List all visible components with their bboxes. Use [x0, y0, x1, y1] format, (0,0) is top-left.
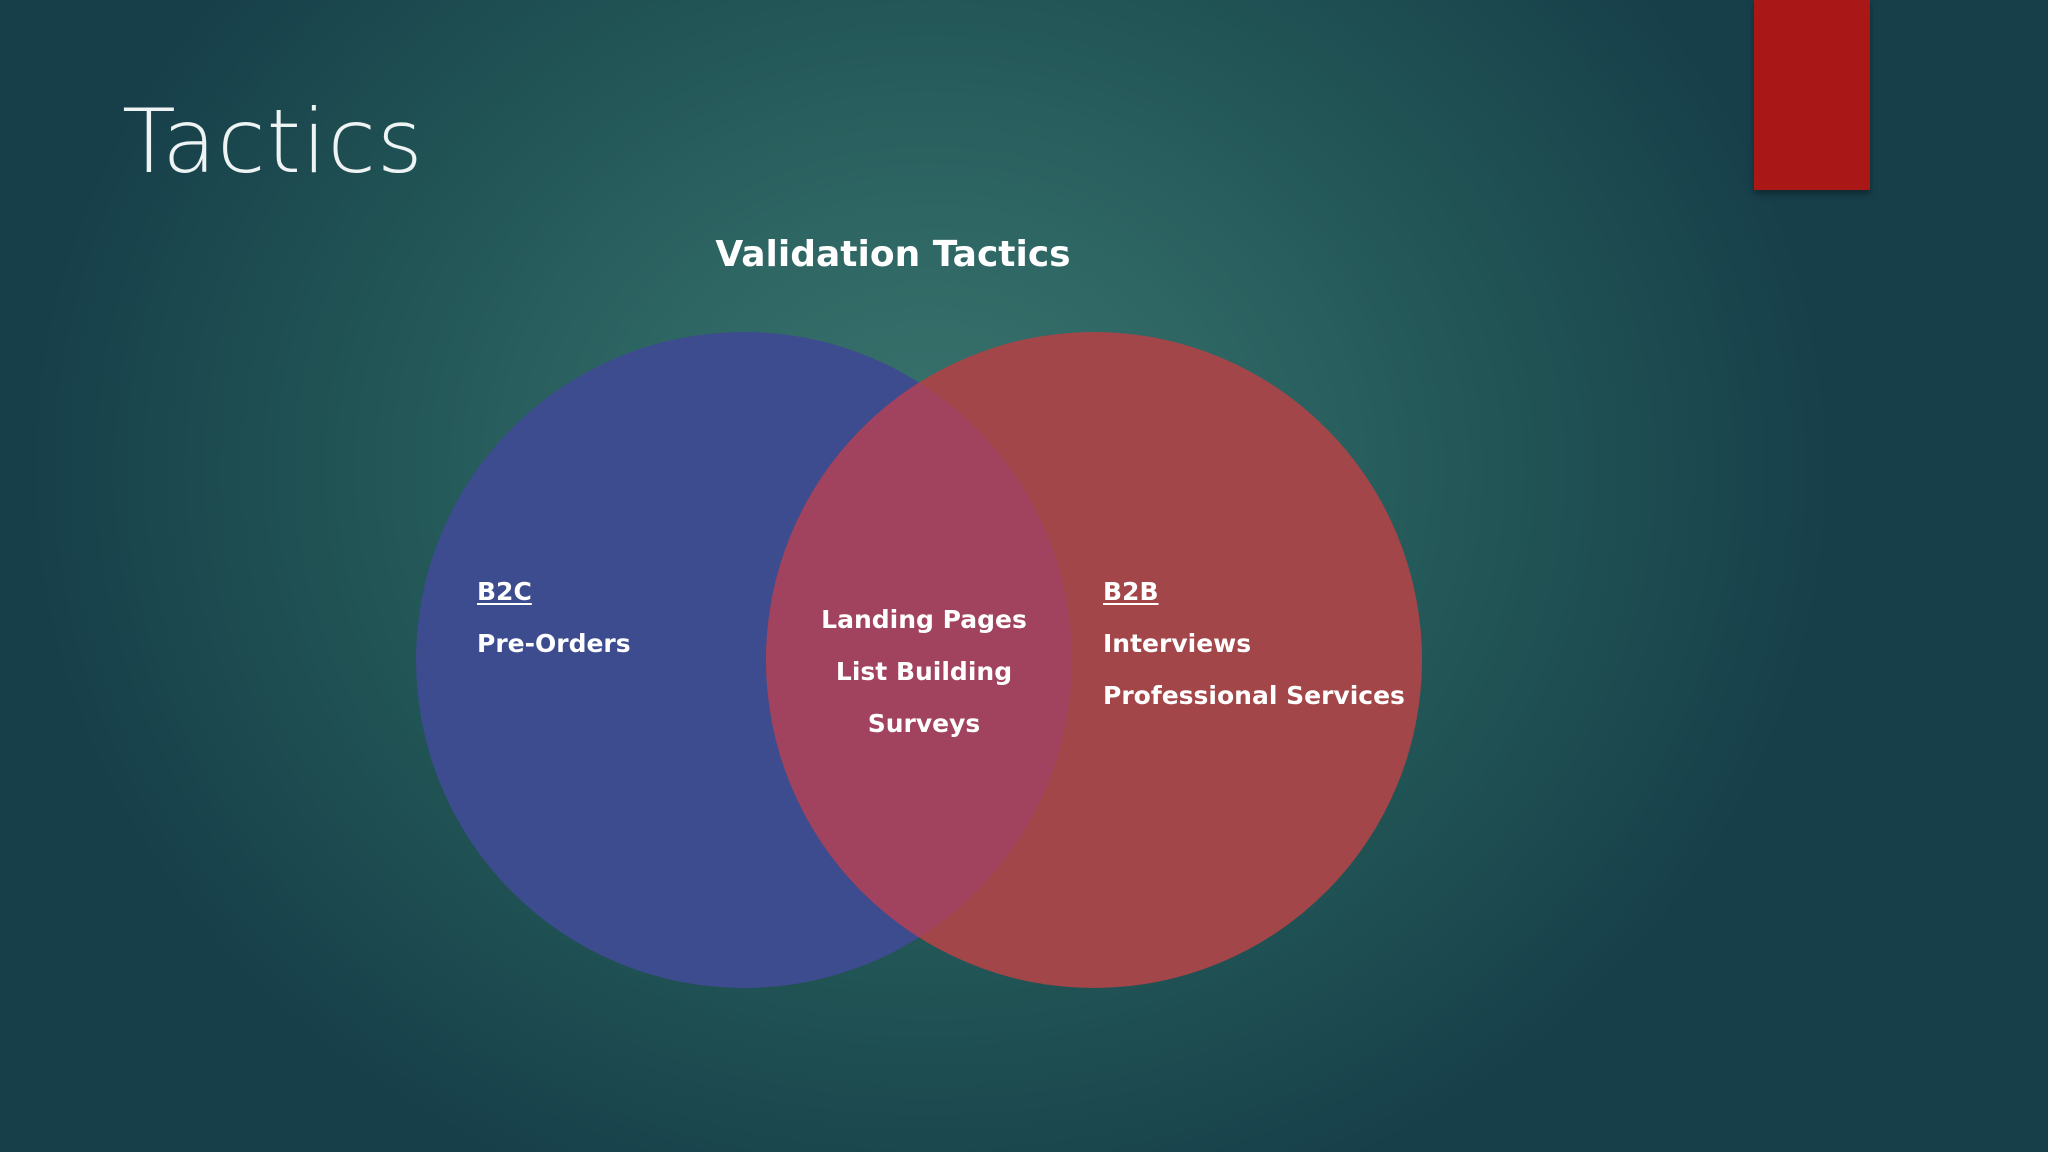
- b2b-item: Interviews: [1103, 629, 1252, 658]
- overlap-item: List Building: [835, 657, 1013, 686]
- b2b-item: Professional Services: [1103, 681, 1405, 710]
- b2b-heading: B2B: [1103, 577, 1159, 606]
- venn-overlap-region: [766, 332, 1072, 988]
- accent-bar: [1754, 0, 1870, 190]
- diagram-title: Validation Tactics: [715, 234, 1071, 275]
- b2c-item: Pre-Orders: [477, 629, 631, 658]
- b2c-heading: B2C: [477, 577, 532, 606]
- slide-title: Tactics: [122, 90, 424, 193]
- overlap-item: Landing Pages: [821, 605, 1027, 634]
- overlap-item: Surveys: [867, 709, 981, 738]
